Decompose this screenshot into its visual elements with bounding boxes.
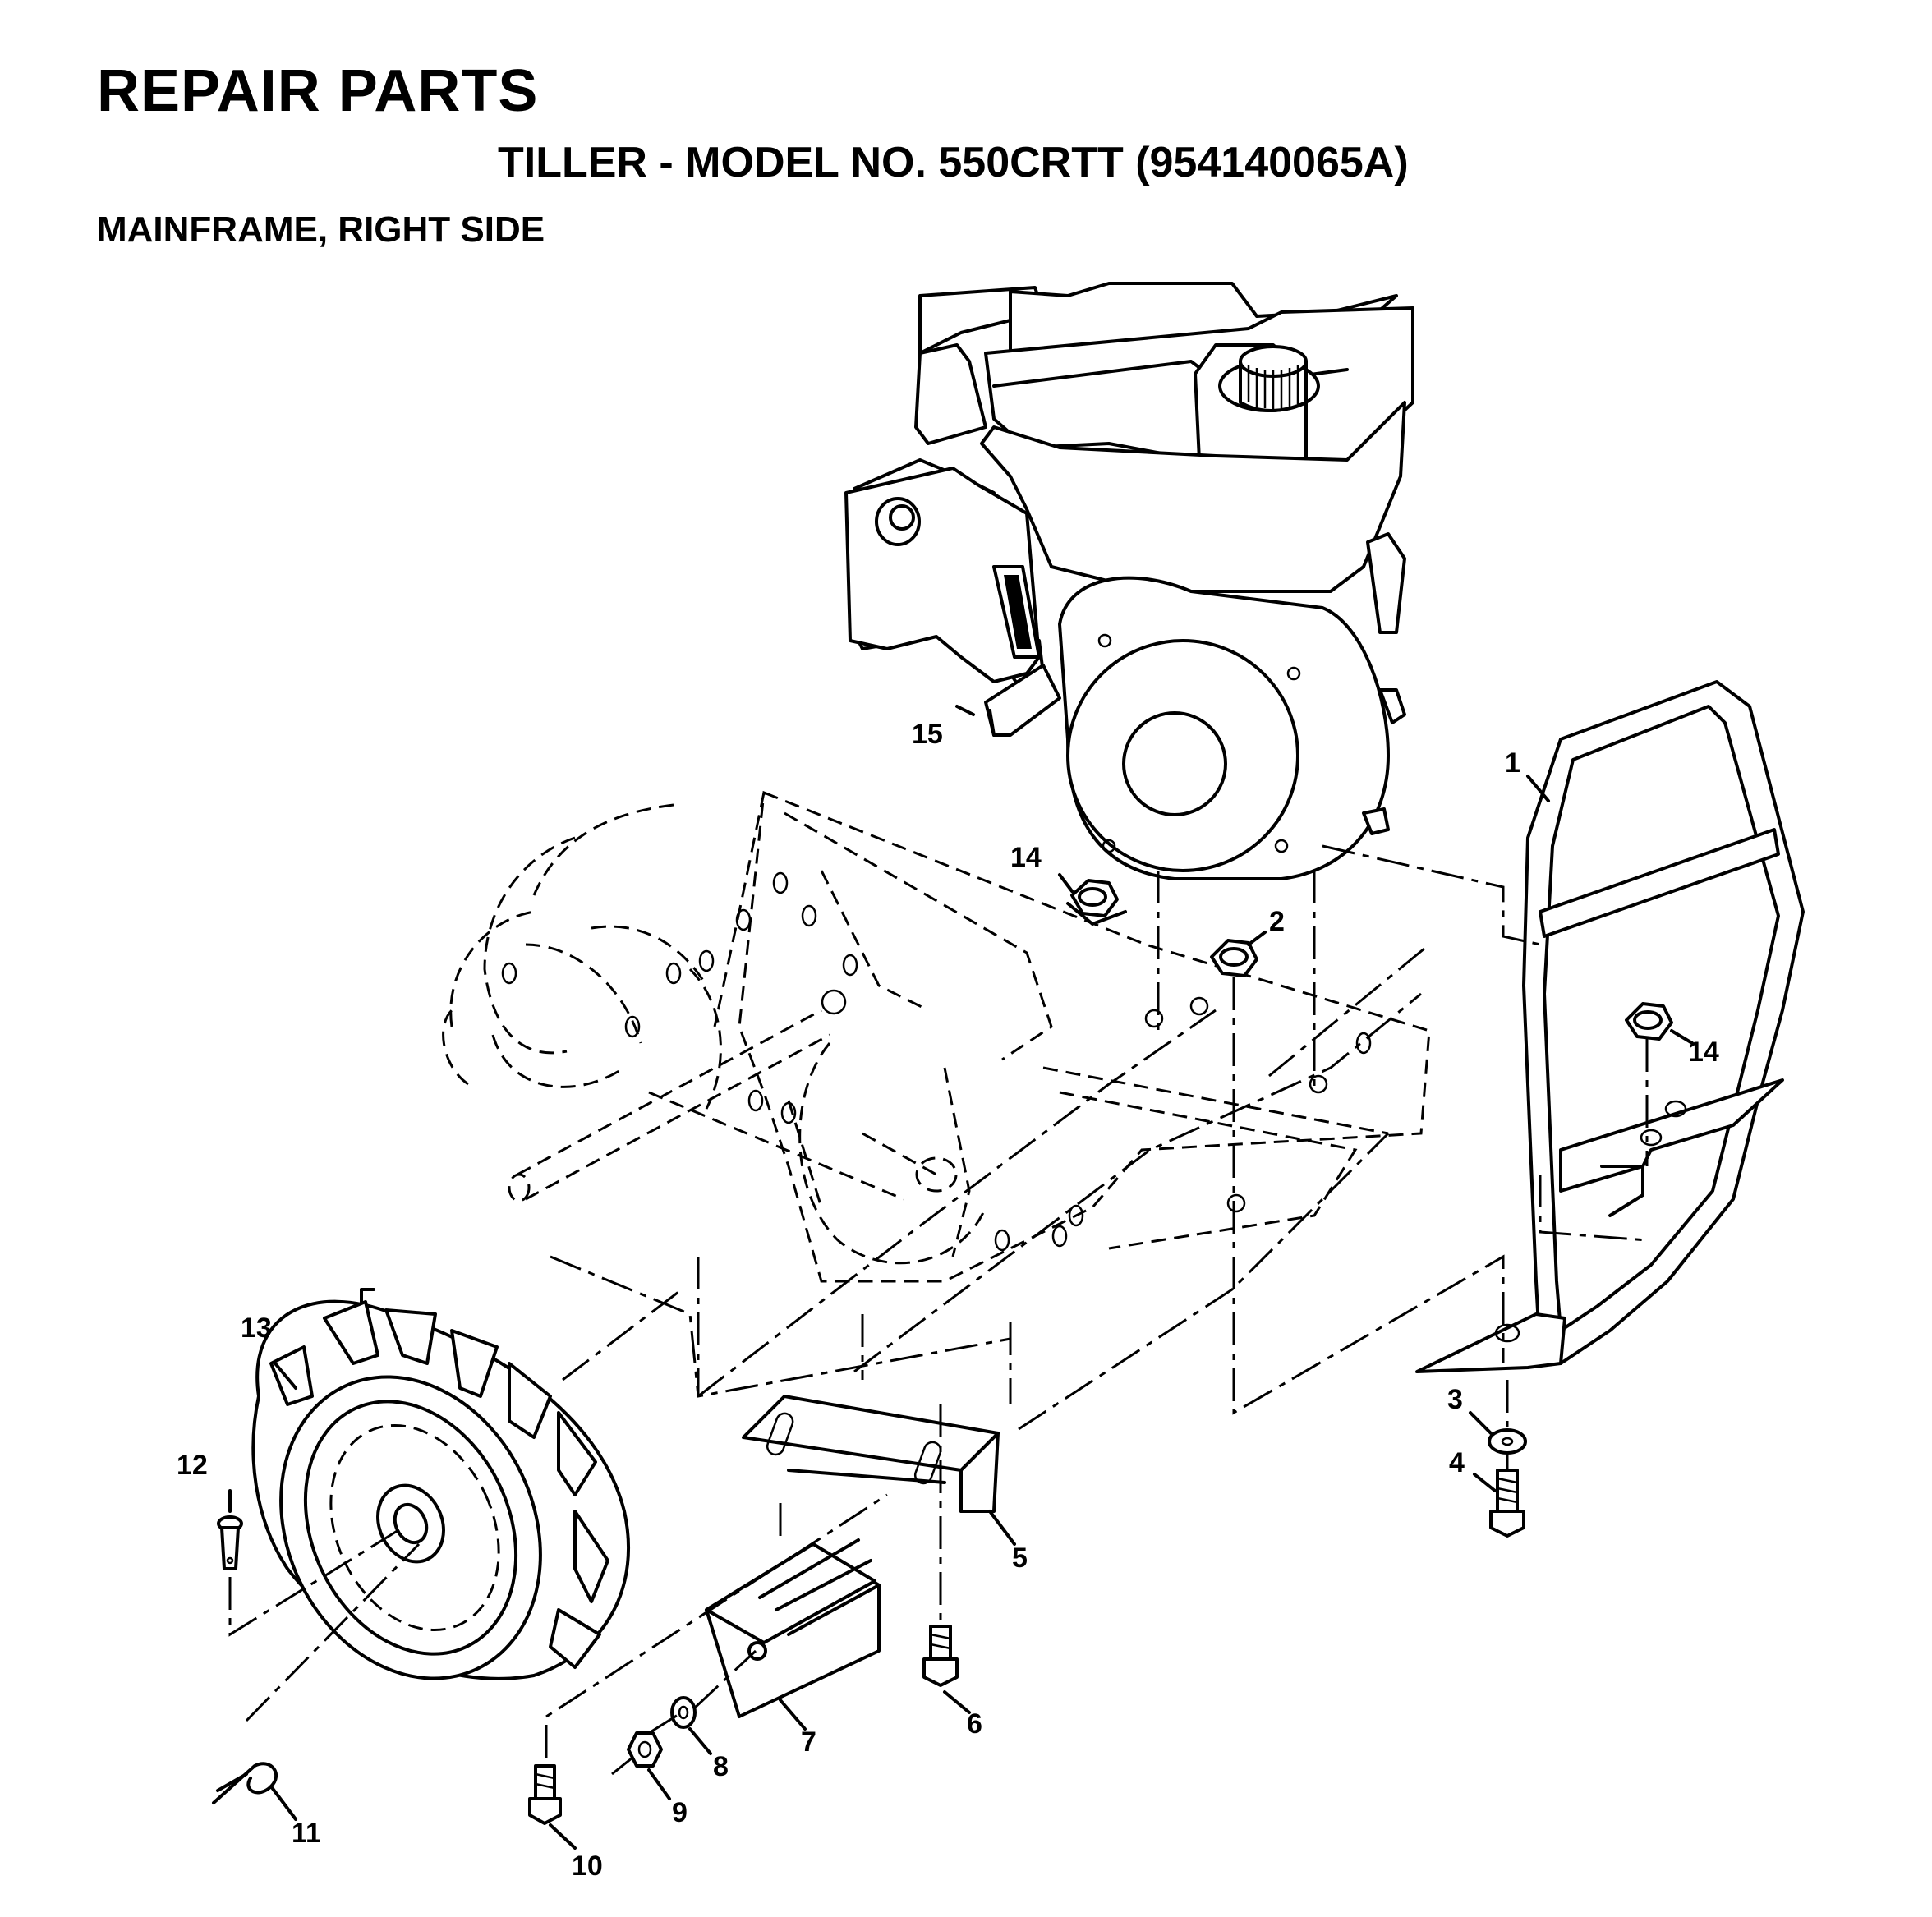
callout-7: 7	[801, 1726, 816, 1758]
hairpin-clip-11	[212, 1762, 278, 1804]
callout-9: 9	[672, 1797, 688, 1828]
flange-nut-14b	[1625, 1002, 1673, 1041]
callout-6: 6	[967, 1708, 982, 1740]
callout-12: 12	[177, 1450, 208, 1481]
callout-8: 8	[713, 1751, 729, 1782]
callout-15: 15	[912, 719, 943, 750]
callout-10: 10	[572, 1850, 603, 1882]
callout-11: 11	[292, 1818, 321, 1849]
washer-3	[1488, 1428, 1527, 1455]
callout-14-left: 14	[1010, 842, 1042, 873]
hex-nut-9	[627, 1731, 663, 1768]
callout-labels: 1 2 3 4 5 6 7 8 9 10 11 12 13 14 14 15	[177, 719, 1719, 1882]
callout-leaders	[228, 705, 1694, 1850]
section-title: MAINFRAME, RIGHT SIDE	[97, 209, 545, 250]
lock-washer-8	[670, 1696, 697, 1729]
bolt-6	[922, 1625, 959, 1687]
callout-1: 1	[1505, 747, 1520, 779]
flange-nut-14a	[1066, 879, 1127, 926]
callout-14-right: 14	[1688, 1037, 1719, 1068]
bolt-4	[1489, 1469, 1525, 1538]
callout-13: 13	[241, 1312, 272, 1344]
page-title: REPAIR PARTS	[97, 58, 539, 124]
assembly-lines	[228, 844, 1649, 1776]
callout-4: 4	[1449, 1447, 1465, 1478]
skid-block	[705, 1538, 881, 1718]
clevis-pin-12	[217, 1515, 243, 1570]
bolt-10	[528, 1764, 562, 1825]
mounting-bracket	[742, 1395, 1000, 1513]
callout-3: 3	[1447, 1384, 1463, 1415]
tire-wheel	[251, 1288, 631, 1680]
model-subtitle: TILLER - MODEL NO. 550CRTT (954140065A)	[498, 139, 1409, 186]
callout-2: 2	[1269, 906, 1285, 937]
tine-assembly-phantom	[442, 790, 1431, 1283]
flange-nut-2	[1210, 939, 1258, 977]
bumper-frame	[1415, 680, 1805, 1373]
engine	[844, 282, 1414, 880]
callout-5: 5	[1012, 1542, 1028, 1574]
